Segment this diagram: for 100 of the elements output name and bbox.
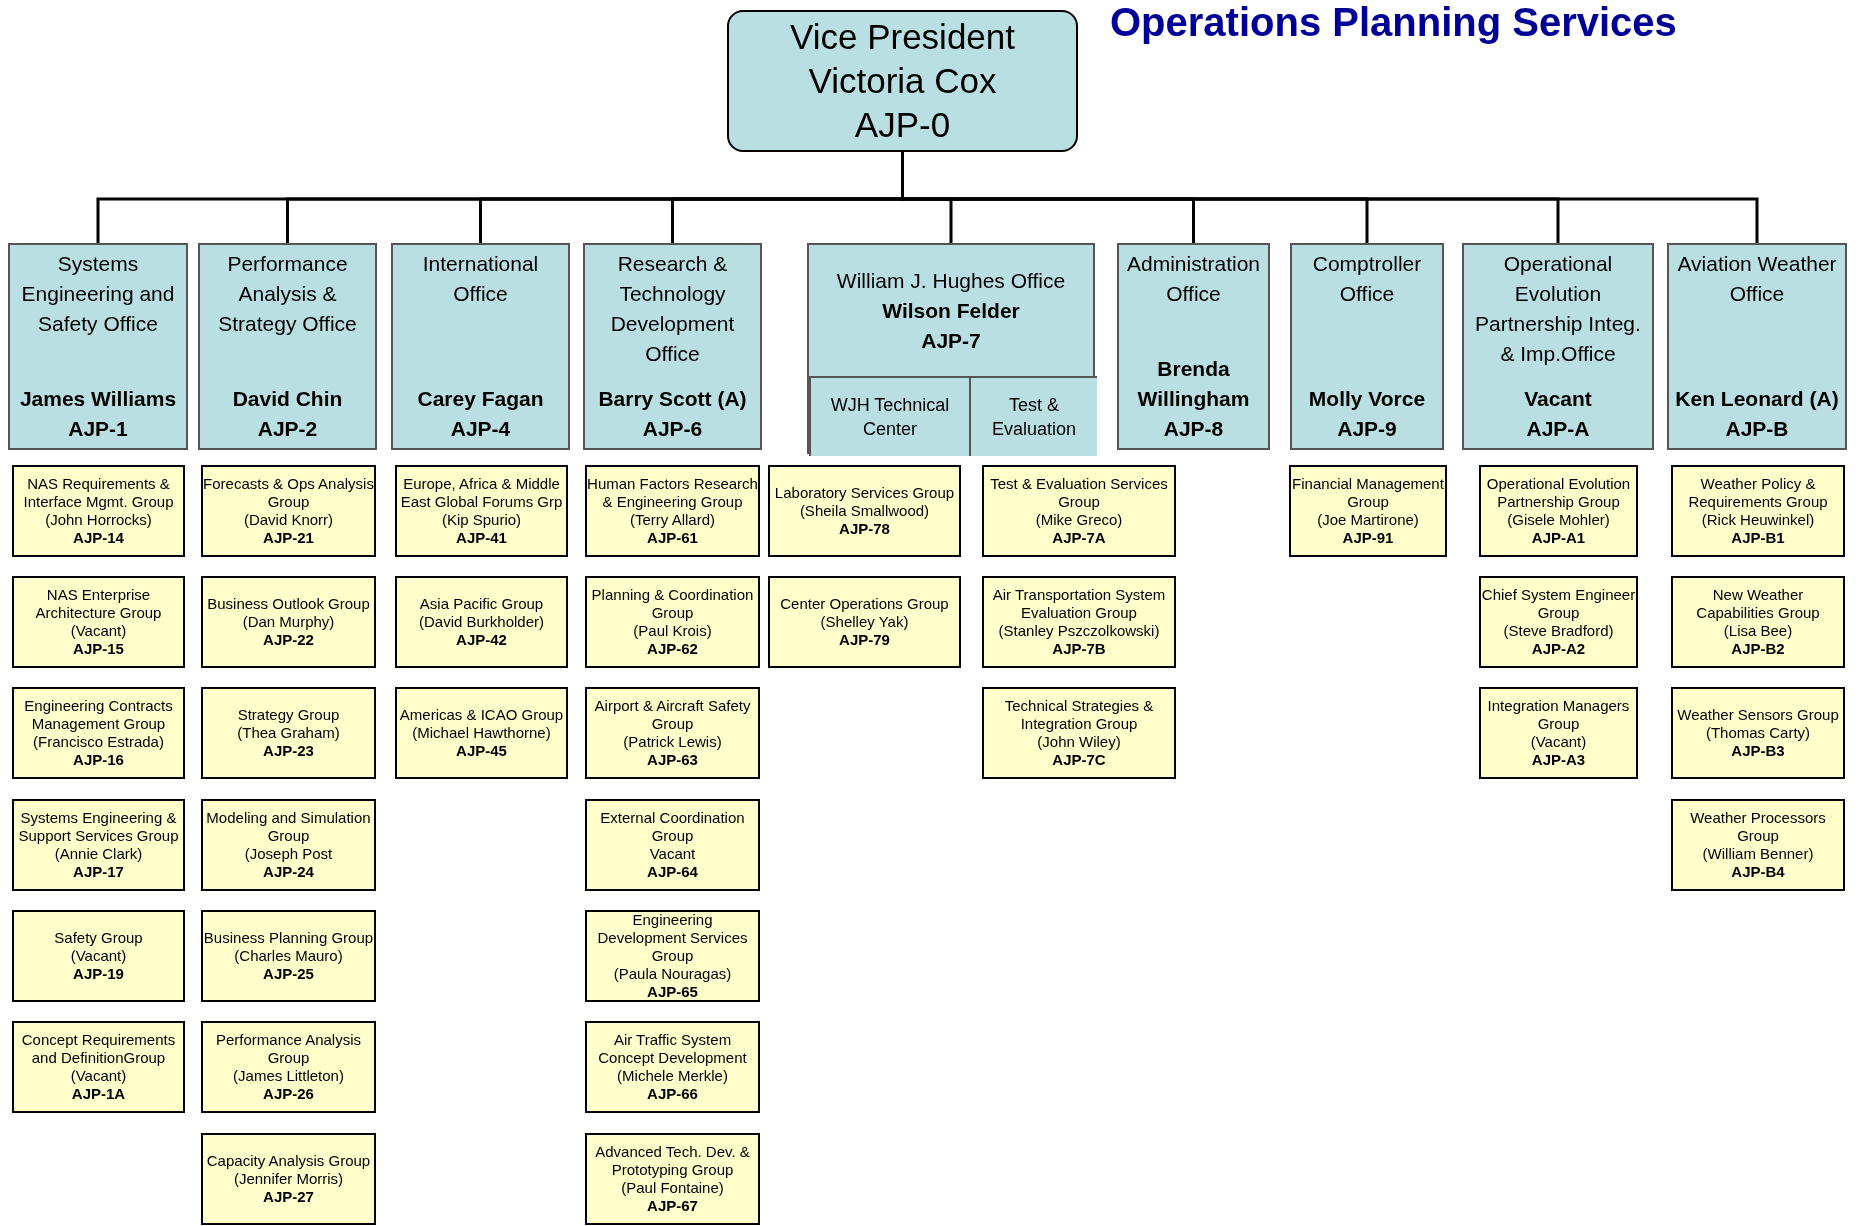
group-box (768, 465, 961, 557)
group-box (1479, 687, 1638, 779)
group-head: (Paul Fontaine) (621, 1179, 724, 1197)
office-box (1462, 243, 1654, 450)
group-head: (John Horrocks) (45, 511, 152, 529)
group-head: (Michele Merkle) (617, 1067, 728, 1085)
office-head: Ken Leonard (A) (1675, 386, 1839, 412)
group-head: (John Wiley) (1037, 733, 1121, 751)
office-code: AJP-B (1725, 416, 1789, 442)
group-head: (Sheila Smallwood) (799, 502, 930, 520)
group-box (1479, 465, 1638, 557)
group-code: AJP-22 (263, 631, 314, 649)
group-code: AJP-79 (839, 631, 890, 649)
group-name: Strategy Group (237, 706, 340, 724)
group-code: AJP-26 (263, 1085, 314, 1103)
office-box (391, 243, 570, 450)
group-head: (Vacant) (70, 1067, 127, 1085)
group-head: (Patrick Lewis) (623, 733, 722, 751)
group-code: AJP-7B (1052, 640, 1106, 658)
group-head: (Rick Heuwinkel) (1701, 511, 1815, 529)
office-box (1290, 243, 1444, 450)
group-head: (Mike Greco) (1035, 511, 1123, 529)
group-box (585, 465, 760, 557)
office-head: Carey Fagan (417, 386, 544, 412)
group-name: Center Operations Group (780, 595, 949, 613)
group-name: Engineering Contracts Management Group (23, 697, 174, 733)
office-box (807, 243, 1095, 454)
group-code: AJP-27 (263, 1188, 314, 1206)
group-head: (Joe Martirone) (1317, 511, 1419, 529)
group-name: Performance Analysis Group (214, 1031, 363, 1067)
executive-box (727, 10, 1078, 152)
office-code: AJP-7 (921, 327, 981, 354)
group-name: Financial Management Group (1291, 475, 1445, 511)
group-name: Weather Sensors Group (1677, 706, 1839, 724)
group-box (1671, 799, 1845, 891)
office-head: Brenda Willingham (1136, 356, 1251, 412)
group-box (1479, 576, 1638, 668)
office-head: James Williams (19, 386, 177, 412)
group-name: Air Transportation System Evaluation Group (991, 586, 1167, 622)
group-name: Operational Evolution Partnership Group (1485, 475, 1632, 511)
unit-name: WJH Technical Center (829, 394, 951, 441)
group-code: AJP-14 (73, 529, 124, 547)
office-head: Molly Vorce (1308, 386, 1426, 412)
executive-text: Victoria Cox (808, 60, 997, 102)
group-code: AJP-B3 (1731, 742, 1785, 760)
group-code: AJP-B1 (1731, 529, 1785, 547)
group-name: Capacity Analysis Group (206, 1152, 371, 1170)
group-code: AJP-66 (647, 1085, 698, 1103)
group-code: AJP-64 (647, 863, 698, 881)
office-name: William J. Hughes Office (836, 267, 1066, 294)
group-box (395, 465, 568, 557)
group-name: Engineering Development Services Group (596, 911, 749, 965)
group-code: AJP-15 (73, 640, 124, 658)
group-name: NAS Enterprise Architecture Group (34, 586, 163, 622)
unit-box (809, 376, 969, 456)
group-head: (Kip Spurio) (441, 511, 522, 529)
office-name: International Office (421, 251, 540, 307)
group-box (768, 576, 961, 668)
group-box (1671, 465, 1845, 557)
group-name: Business Outlook Group (207, 595, 370, 613)
group-head: (Vacant) (70, 622, 127, 640)
group-code: AJP-67 (647, 1197, 698, 1215)
group-box (12, 1021, 185, 1113)
office-name: Systems Engineering and Safety Office (20, 251, 176, 337)
group-head: Vacant (649, 845, 696, 863)
group-box (982, 465, 1176, 557)
office-code: AJP-2 (257, 416, 318, 442)
group-head: (William Benner) (1702, 845, 1814, 863)
office-box (1667, 243, 1847, 450)
group-code: AJP-7A (1052, 529, 1106, 547)
group-name: New Weather Capabilities Group (1695, 586, 1821, 622)
group-box (585, 799, 760, 891)
group-box (201, 576, 376, 668)
group-box (395, 576, 568, 668)
group-head: (Steve Bradford) (1503, 622, 1614, 640)
group-code: AJP-42 (456, 631, 507, 649)
office-box (1117, 243, 1270, 450)
office-name: Administration Office (1125, 251, 1262, 307)
office-code: AJP-A (1526, 416, 1590, 442)
group-name: Weather Policy & Requirements Group (1687, 475, 1829, 511)
group-name: Asia Pacific Group (419, 595, 544, 613)
group-name: Laboratory Services Group (774, 484, 955, 502)
group-code: AJP-17 (73, 863, 124, 881)
group-code: AJP-63 (647, 751, 698, 769)
office-name: Performance Analysis & Strategy Office (217, 251, 358, 337)
group-box (201, 799, 376, 891)
group-box (12, 910, 185, 1002)
group-head: (Jennifer Morris) (233, 1170, 344, 1188)
group-box (585, 1021, 760, 1113)
group-name: Airport & Aircraft Safety Group (593, 697, 752, 733)
group-name: Modeling and Simulation Group (205, 809, 372, 845)
group-name: Air Traffic System Concept Development (597, 1031, 748, 1067)
group-code: AJP-21 (263, 529, 314, 547)
group-head: (Vacant) (70, 947, 127, 965)
group-box (12, 465, 185, 557)
group-box (982, 687, 1176, 779)
office-head: Vacant (1524, 386, 1592, 412)
unit-name: Test & Evaluation (990, 394, 1078, 441)
office-code: AJP-1 (68, 416, 128, 442)
group-head: (David Burkholder) (418, 613, 544, 631)
